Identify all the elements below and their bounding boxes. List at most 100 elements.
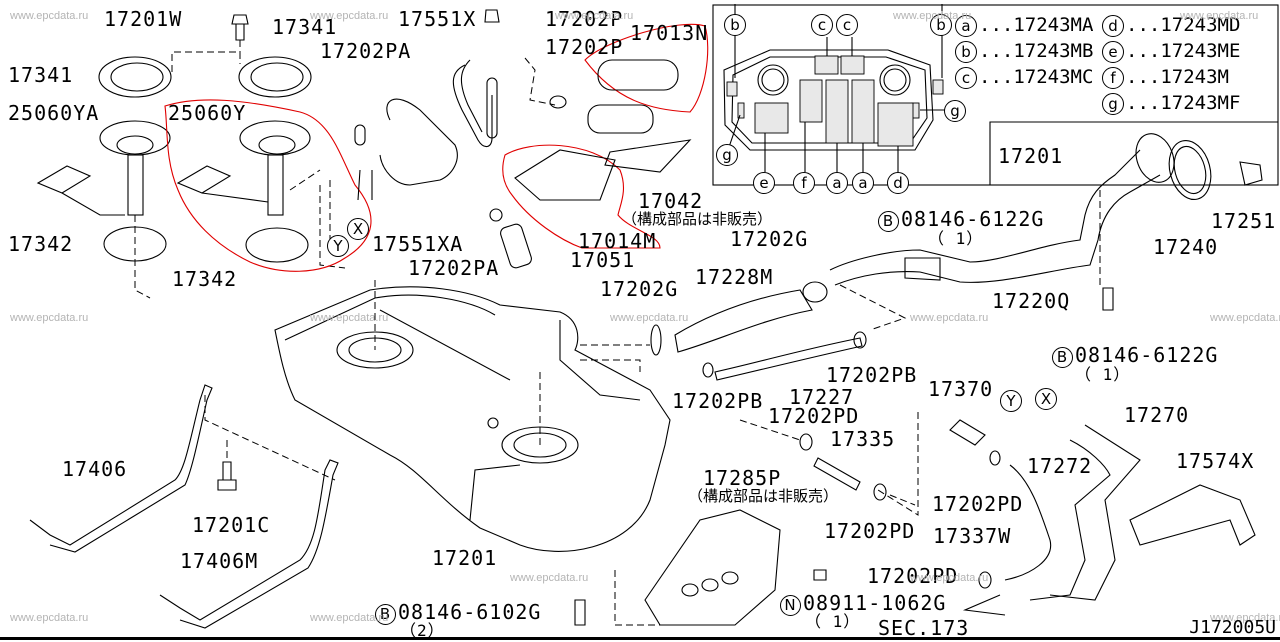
legend-item[interactable]: f...17243M xyxy=(1102,66,1229,89)
bottom-border xyxy=(0,637,1280,640)
connector-x-bubble-right: X xyxy=(1035,388,1057,410)
fuel-gauge-unit-left xyxy=(36,56,172,299)
part-label-17227[interactable]: 17227 xyxy=(789,385,855,409)
part-label-17201[interactable]: 17201 xyxy=(998,144,1064,168)
part-label-17551XA[interactable]: 17551XA xyxy=(372,232,464,256)
part-label-17201W[interactable]: 17201W xyxy=(104,7,183,31)
inset-callout-e: e xyxy=(753,172,775,194)
inset-callout-g: g xyxy=(944,100,966,122)
watermark: www.epcdata.ru xyxy=(10,612,89,624)
bolt-qty: （ 1） xyxy=(805,612,861,631)
vent-lines xyxy=(949,419,1256,616)
legend-item[interactable]: c...17243MC xyxy=(955,66,1093,89)
bolt-qty: （ 1） xyxy=(1075,365,1131,384)
part-label-17202PA[interactable]: 17202PA xyxy=(320,39,412,63)
part-label-17341[interactable]: 17341 xyxy=(8,63,74,87)
watermark: www.epcdata.ru xyxy=(1180,10,1259,22)
inset-callout-f: f xyxy=(793,172,815,194)
part-label-17202P[interactable]: 17202P xyxy=(545,7,624,31)
highlight-outline-17013N xyxy=(584,23,709,113)
inset-callout-b: b xyxy=(724,14,746,36)
legend-item[interactable]: e...17243ME xyxy=(1102,40,1240,63)
hoses-center xyxy=(650,284,919,516)
inset-insulator-panel xyxy=(712,4,1279,186)
part-label-17272[interactable]: 17272 xyxy=(1027,454,1093,478)
watermark: www.epcdata.ru xyxy=(310,10,389,22)
hose-17551X xyxy=(452,9,500,148)
fuel-pump-and-strainer xyxy=(514,57,692,201)
section-reference-link[interactable]: SEC.173 xyxy=(878,616,970,640)
inset-callout-c: c xyxy=(811,14,833,36)
watermark: www.epcdata.ru xyxy=(910,312,989,324)
inset-callout-a: a xyxy=(826,172,848,194)
part-label-17251[interactable]: 17251 xyxy=(1211,209,1277,233)
watermark: www.epcdata.ru xyxy=(555,10,634,22)
highlight-outline-pump-assy xyxy=(164,99,372,272)
bolt-prefix-b-icon: B xyxy=(375,604,396,625)
part-label-17202PB[interactable]: 17202PB xyxy=(672,389,764,413)
watermark: www.epcdata.ru xyxy=(1210,312,1280,324)
part-label-17202G[interactable]: 17202G xyxy=(730,227,809,251)
part-label-17202PD[interactable]: 17202PD xyxy=(768,404,860,428)
part-label-17202G[interactable]: 17202G xyxy=(600,277,679,301)
part-label-17201[interactable]: 17201 xyxy=(432,546,498,570)
part-label-17240[interactable]: 17240 xyxy=(1153,235,1219,259)
tank-strap-17406 xyxy=(29,384,336,553)
part-label-17202PD[interactable]: 17202PD xyxy=(932,492,1024,516)
part-label-17270[interactable]: 17270 xyxy=(1124,403,1190,427)
part-label-17042[interactable]: 17042 xyxy=(638,189,704,213)
part-label-17370[interactable]: 17370 xyxy=(928,377,994,401)
part-label-25060Y[interactable]: 25060Y xyxy=(168,101,247,125)
hose-17551XA xyxy=(354,98,458,201)
part-label-25060YA[interactable]: 25060YA xyxy=(8,101,100,125)
part-label-17202PA[interactable]: 17202PA xyxy=(408,256,500,280)
bolt-17201C xyxy=(217,440,237,491)
connector-y-bubble-right: Y xyxy=(1000,390,1022,412)
legend-item[interactable]: b...17243MB xyxy=(955,40,1093,63)
part-label-17342[interactable]: 17342 xyxy=(8,232,74,256)
part-label-17013N[interactable]: 17013N xyxy=(630,21,709,45)
fuel-tank-17201 xyxy=(274,280,671,552)
part-label-17406[interactable]: 17406 xyxy=(62,457,128,481)
part-label-17335[interactable]: 17335 xyxy=(830,427,896,451)
part-label-17342[interactable]: 17342 xyxy=(172,267,238,291)
part-label-17337W[interactable]: 17337W xyxy=(933,524,1012,548)
drawing-code: J172005U xyxy=(1189,617,1276,638)
bolt-prefix-b-icon: B xyxy=(878,211,899,232)
part-label-17574X[interactable]: 17574X xyxy=(1176,449,1255,473)
legend-item[interactable]: g...17243MF xyxy=(1102,92,1240,115)
fuel-filter-17051 xyxy=(489,208,532,269)
part-label-17201C[interactable]: 17201C xyxy=(192,513,271,537)
inset-callout-c: c xyxy=(836,14,858,36)
part-label-17220Q[interactable]: 17220Q xyxy=(992,289,1071,313)
part-label-17228M[interactable]: 17228M xyxy=(695,265,774,289)
filler-tube-17220Q xyxy=(802,133,1263,311)
protector-17285P xyxy=(574,509,827,626)
part-label-17014M[interactable]: 17014M xyxy=(578,229,657,253)
part-label-17406M[interactable]: 17406M xyxy=(180,549,259,573)
part-label-17202PD[interactable]: 17202PD xyxy=(824,519,916,543)
fuel-gauge-unit-right xyxy=(171,14,346,269)
part-label-17341[interactable]: 17341 xyxy=(272,15,338,39)
legend-item[interactable]: d...17243MD xyxy=(1102,14,1240,37)
tank-strap-17406M xyxy=(159,459,339,629)
watermark: www.epcdata.ru xyxy=(10,312,89,324)
part-label-17285P[interactable]: 17285P xyxy=(703,466,782,490)
legend-item[interactable]: a...17243MA xyxy=(955,14,1093,37)
watermark: www.epcdata.ru xyxy=(610,312,689,324)
part-label-17202PD[interactable]: 17202PD xyxy=(867,564,959,588)
bolt-qty: （2） xyxy=(400,621,445,640)
watermark: www.epcdata.ru xyxy=(310,312,389,324)
connector-x-bubble: X xyxy=(347,218,369,240)
part-label-17551X[interactable]: 17551X xyxy=(398,7,477,31)
bolt-prefix-b-icon: B xyxy=(1052,347,1073,368)
part-label-17051[interactable]: 17051 xyxy=(570,248,636,272)
not-sold-note: （構成部品は非販売） xyxy=(688,487,839,505)
part-label-17202PB[interactable]: 17202PB xyxy=(826,363,918,387)
part-label-17202P[interactable]: 17202P xyxy=(545,35,624,59)
